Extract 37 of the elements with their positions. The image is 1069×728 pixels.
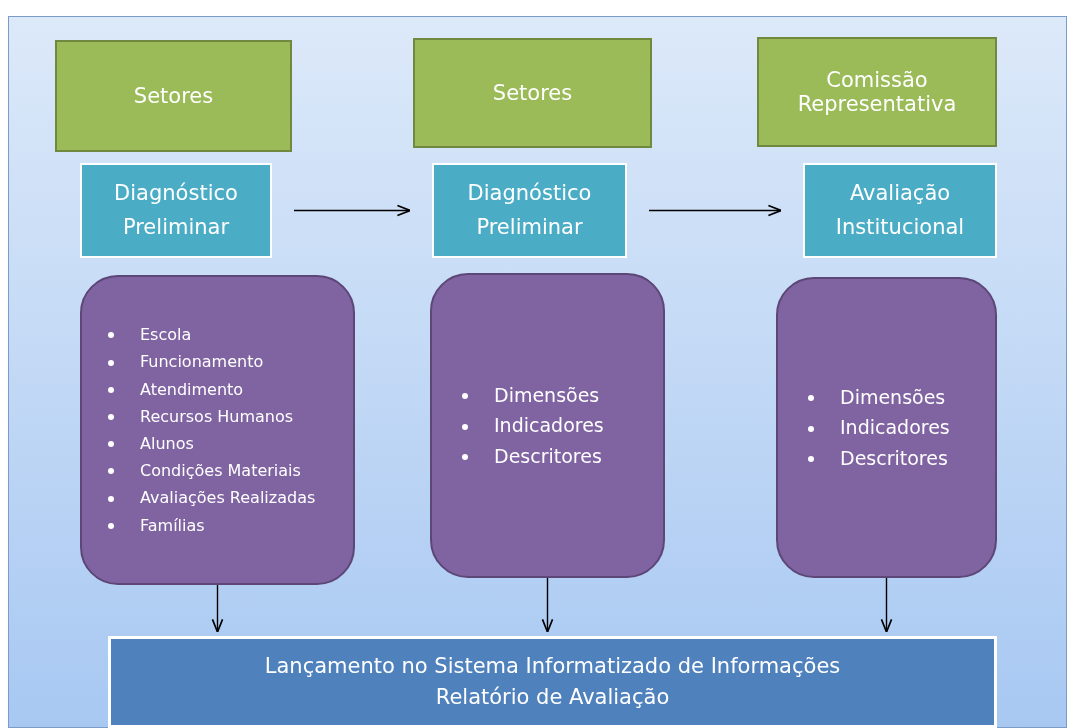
box-label: Avaliação Institucional (834, 179, 966, 241)
stage-box (432, 163, 627, 258)
role-box (413, 38, 652, 148)
arrow (880, 577, 893, 633)
list-item: Descritores (840, 446, 948, 469)
arrow (541, 577, 554, 633)
box-label: Setores (491, 81, 574, 105)
box-label: Comissão Representativa (796, 68, 958, 116)
topic-list-box (430, 273, 665, 578)
list-item: Alunos (140, 434, 194, 453)
role-box (757, 37, 997, 147)
topic-list-box (776, 277, 997, 578)
box-label: Setores (132, 84, 215, 108)
list-item: Escola (140, 325, 192, 345)
list-item: Descritores (494, 444, 602, 467)
arrow (293, 204, 411, 217)
list-item: Atendimento (140, 379, 244, 399)
list-item: Famílias (140, 515, 205, 535)
output-text: Lançamento no Sistema Informatizado de Informações (263, 652, 842, 680)
list-item: Condições Materiais (140, 461, 301, 481)
box-label: Diagnóstico Preliminar (466, 179, 593, 241)
arrow (211, 584, 224, 633)
list-item: Dimensões (840, 385, 946, 408)
output-text: Relatório de Avaliação (434, 684, 671, 711)
role-box (55, 40, 292, 152)
list-item: Avaliações Realizadas (140, 488, 316, 508)
list-item: Recursos Humanos (140, 406, 294, 426)
output-box (108, 636, 997, 728)
list-item: Indicadores (494, 414, 604, 437)
list-item: Dimensões (494, 383, 600, 406)
list-item: Indicadores (840, 416, 950, 439)
stage-box (803, 163, 997, 258)
topic-list-box (80, 275, 355, 585)
stage-box (80, 163, 272, 258)
list-item: Funcionamento (140, 352, 264, 372)
arrow (648, 204, 782, 217)
box-label: Diagnóstico Preliminar (113, 179, 239, 241)
